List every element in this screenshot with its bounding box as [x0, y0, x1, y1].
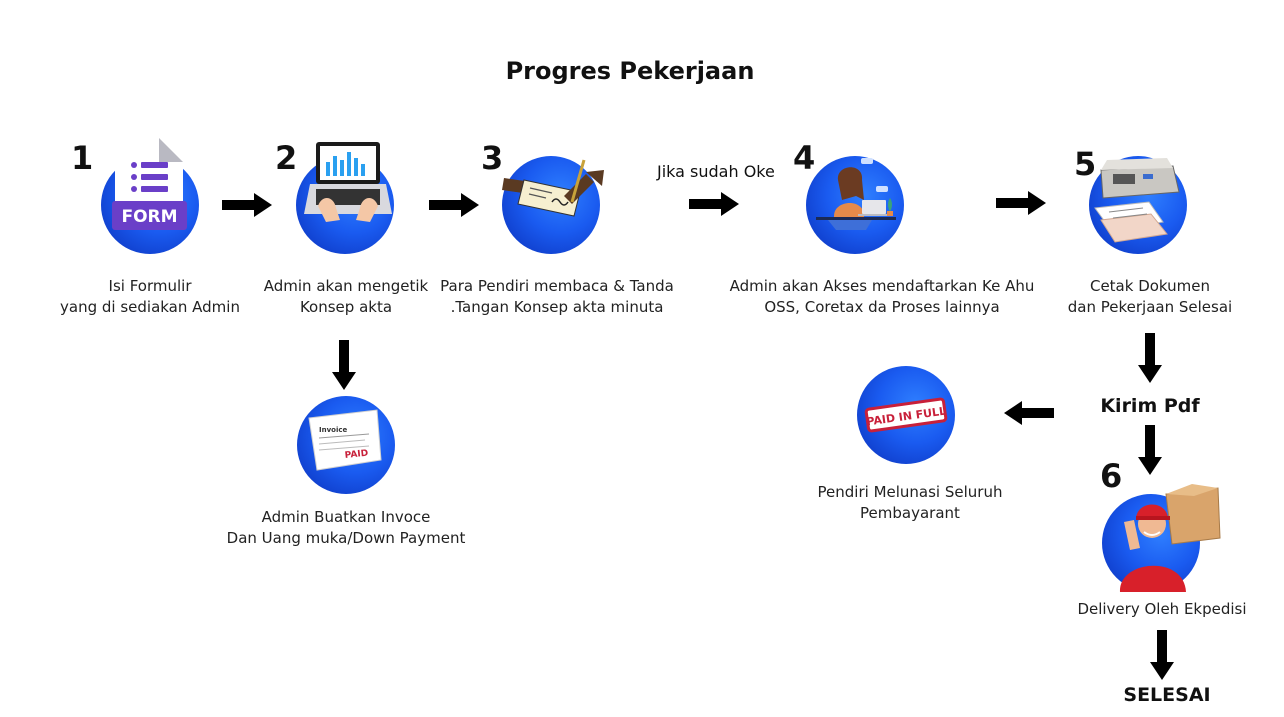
step-3-caption-line1: Para Pendiri membaca & Tanda [440, 277, 674, 295]
selesai-label: SELESAI [1123, 684, 1211, 706]
step-5-caption: Cetak Dokumen dan Pekerjaan Selesai [1054, 276, 1246, 318]
arrow-step1-to-step2 [222, 193, 272, 217]
step-2-circle [296, 142, 394, 254]
step-6-circle [1102, 484, 1221, 592]
invoice-stamp-text: PAID [344, 449, 368, 461]
step-5-caption-line1: Cetak Dokumen [1089, 277, 1211, 295]
note-jika-sudah-oke: Jika sudah Oke [657, 162, 775, 181]
step-3-number: 3 [481, 139, 504, 177]
delivery-courier-icon [1119, 484, 1221, 592]
step-1-caption-line2: yang di sediakan Admin [60, 298, 240, 316]
arrow-step2-to-invoice [332, 340, 356, 390]
step-2-caption: Admin akan mengetik Konsep akta [245, 276, 447, 318]
step-4-circle [806, 156, 904, 254]
form-icon: FORM [112, 138, 187, 230]
arrow-step3-to-step4 [689, 192, 739, 216]
step-1-circle: FORM [101, 138, 199, 254]
arrow-kirim-to-paid [1004, 401, 1054, 425]
arrow-step2-to-step3 [429, 193, 479, 217]
kirim-pdf-label: Kirim Pdf [1100, 395, 1200, 417]
paid-circle: PAID IN FULL [857, 366, 955, 464]
page-title: Progres Pekerjaan [505, 57, 755, 85]
form-badge-text: FORM [121, 207, 177, 227]
step-1-caption: Isi Formulir yang di sediakan Admin [40, 276, 260, 318]
step-5-number: 5 [1074, 145, 1097, 183]
step-5-caption-line2: dan Pekerjaan Selesai [1067, 298, 1233, 316]
paid-caption-line2: Pembayarant [860, 504, 960, 522]
step-6-caption-line1: Delivery Oleh Ekpedisi [1077, 600, 1247, 618]
printer-icon [1094, 158, 1180, 243]
step-3-caption-line2: .Tangan Konsep akta minuta [450, 298, 664, 316]
step-3-circle [502, 156, 604, 254]
invoice-caption-line2: Dan Uang muka/Down Payment [226, 529, 466, 547]
arrow-step6-to-selesai [1150, 630, 1174, 680]
step-4-caption-line1: Admin akan Akses mendaftarkan Ke Ahu [729, 277, 1035, 295]
invoice-icon: Invoice PAID [308, 409, 382, 471]
step-1-number: 1 [71, 139, 94, 177]
step-4-caption-line2: OSS, Coretax da Proses lainnya [764, 298, 1000, 316]
invoice-doc-title: Invoice [319, 426, 348, 434]
step-2-caption-line1: Admin akan mengetik [263, 277, 429, 295]
step-5-circle [1089, 156, 1187, 254]
arrow-kirim-to-step6 [1138, 425, 1162, 475]
signing-document-icon [502, 159, 604, 217]
step-3-caption: Para Pendiri membaca & Tanda .Tangan Kon… [436, 276, 678, 318]
arrow-step5-to-kirim [1138, 333, 1162, 383]
paid-caption: Pendiri Melunasi Seluruh Pembayarant [800, 482, 1020, 524]
invoice-circle: Invoice PAID [297, 396, 395, 494]
woman-at-laptop-icon [816, 158, 896, 230]
paid-caption-line1: Pendiri Melunasi Seluruh [817, 483, 1003, 501]
laptop-typing-icon [304, 142, 392, 222]
invoice-caption: Admin Buatkan Invoce Dan Uang muka/Down … [226, 507, 466, 549]
arrow-step4-to-step5 [996, 191, 1046, 215]
step-4-number: 4 [793, 139, 816, 177]
step-2-caption-line2: Konsep akta [299, 298, 393, 316]
invoice-caption-line1: Admin Buatkan Invoce [261, 508, 431, 526]
step-6-number: 6 [1100, 457, 1123, 495]
step-6-caption: Delivery Oleh Ekpedisi [1060, 599, 1264, 620]
step-2-number: 2 [275, 139, 298, 177]
step-4-caption: Admin akan Akses mendaftarkan Ke Ahu OSS… [722, 276, 1042, 318]
step-1-caption-line1: Isi Formulir [108, 277, 192, 295]
paid-in-full-stamp-icon: PAID IN FULL [864, 397, 948, 433]
